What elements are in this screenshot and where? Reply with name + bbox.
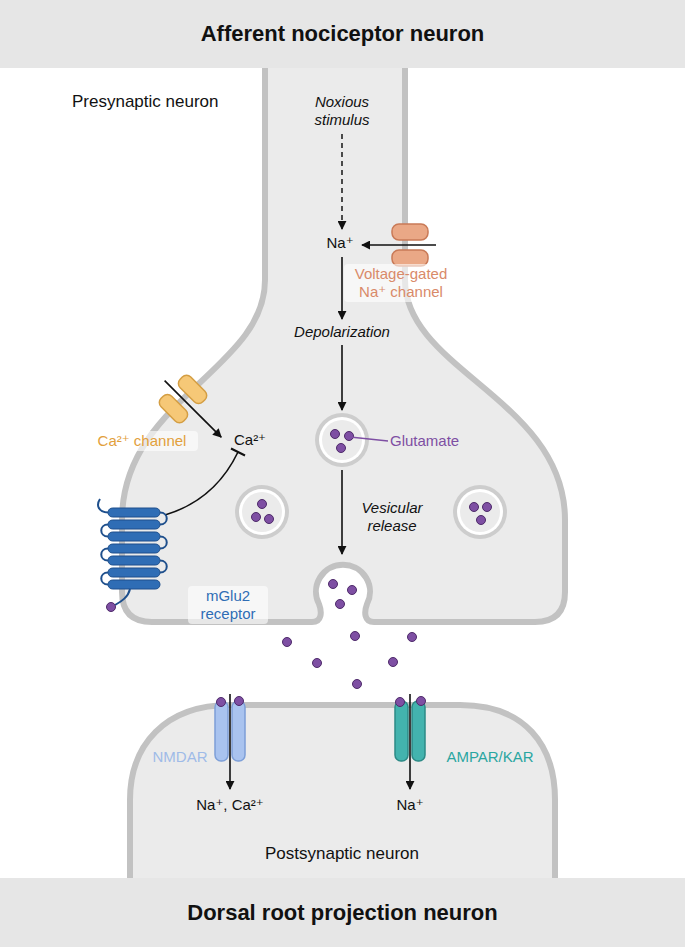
receptor-subunit: [412, 701, 425, 761]
glutamate-molecule: [235, 697, 244, 706]
band-label: Afferent nociceptor neuron: [0, 0, 685, 68]
receptor-helix: [108, 556, 160, 565]
glutamate-molecule: [217, 698, 226, 707]
receptor-helix: [108, 568, 160, 577]
glutamate-molecule: [477, 516, 486, 525]
synaptic-vesicle: [235, 485, 289, 539]
glutamate-molecule: [353, 680, 362, 689]
vesicle-membrane: [235, 485, 289, 539]
ion-flow-arrow: [229, 694, 231, 789]
glutamate-molecule: [337, 444, 346, 453]
band-label: Dorsal root projection neuron: [0, 878, 685, 947]
vesicle-lumen: [242, 492, 282, 532]
glutamate-molecule: [389, 658, 398, 667]
receptor-loop: [160, 513, 167, 525]
released-glutamate: [283, 580, 417, 689]
receptor-subunit: [215, 701, 228, 761]
vesicle-membrane: [239, 489, 285, 535]
synaptic-vesicle: [315, 413, 369, 467]
glutamate-molecule: [331, 430, 340, 439]
glutamate-molecule: [483, 503, 492, 512]
presynaptic-neuron: Presynaptic neuron: [60, 56, 575, 626]
vesicle-lumen: [322, 420, 362, 460]
flow-arrow: [341, 345, 343, 410]
glutamate-molecule: [396, 698, 405, 707]
channel-subunit: [392, 250, 428, 266]
receptor-helix: [108, 580, 160, 589]
receptor-helix: [108, 508, 160, 517]
receptor-subunit: [395, 701, 408, 761]
glutamate-molecule: [417, 697, 426, 706]
vesicle-membrane: [315, 413, 369, 467]
vesicle-lumen: [460, 492, 500, 532]
glutamate-molecule: [348, 586, 357, 595]
cell-membrane: [130, 705, 555, 892]
flow-arrow: [341, 257, 343, 319]
glutamate-molecule: [313, 659, 322, 668]
receptor-loop: [101, 549, 108, 561]
cell-membrane: [122, 56, 565, 622]
dashed-arrow: [341, 134, 343, 229]
receptor-helix: [108, 544, 160, 553]
glutamate-molecule: [283, 638, 292, 647]
neuron-label: Presynaptic neuron: [72, 92, 272, 112]
calcium-channel: [150, 366, 236, 452]
glutamate-molecule: [408, 633, 417, 642]
title-band: Afferent nociceptor neuron: [0, 0, 685, 68]
mglu2-receptor: [98, 499, 167, 612]
channel-subunit: [176, 373, 209, 406]
flow-arrow: [341, 470, 343, 554]
nmda-receptor: [215, 694, 245, 789]
receptor-subunit: [232, 701, 245, 761]
neuron-label: Postsynaptic neuron: [242, 844, 442, 864]
neuron-outline: [60, 56, 575, 626]
receptor-loop: [101, 573, 108, 585]
leader-line: [350, 437, 388, 441]
vesicle-membrane: [453, 485, 507, 539]
channel-subunit: [392, 224, 428, 240]
glutamate-molecule: [470, 503, 479, 512]
glutamate-molecule: [265, 515, 274, 524]
receptor-loop: [160, 561, 167, 573]
ion-flow-arrow: [362, 244, 436, 246]
ion-flow-arrow: [409, 694, 411, 789]
glutamate-molecule: [351, 632, 360, 641]
channel-subunit: [157, 392, 190, 425]
glutamate-molecule: [258, 500, 267, 509]
synaptic-vesicle: [453, 485, 507, 539]
sodium-channel: [362, 224, 436, 266]
glutamate-molecule: [107, 603, 116, 612]
vesicle-membrane: [457, 489, 503, 535]
receptor-tail: [98, 499, 108, 513]
ion-flow-arrow: [165, 381, 222, 438]
inhibition-line: [165, 452, 238, 515]
glutamate-molecule: [252, 513, 261, 522]
receptor-tail: [115, 589, 130, 605]
glutamate-molecule: [336, 600, 345, 609]
receptor-loop: [101, 525, 108, 537]
receptor-loop: [160, 537, 167, 549]
glutamate-molecule: [345, 432, 354, 441]
receptor-helix: [108, 532, 160, 541]
inhibition-bar: [231, 449, 245, 456]
title-band: Dorsal root projection neuron: [0, 878, 685, 947]
postsynaptic-neuron: Postsynaptic neuron: [120, 690, 570, 890]
ampa-kainate-receptor: [395, 694, 426, 789]
glutamate-molecule: [329, 580, 338, 589]
vesicle-membrane: [319, 417, 365, 463]
receptor-helix: [108, 520, 160, 529]
